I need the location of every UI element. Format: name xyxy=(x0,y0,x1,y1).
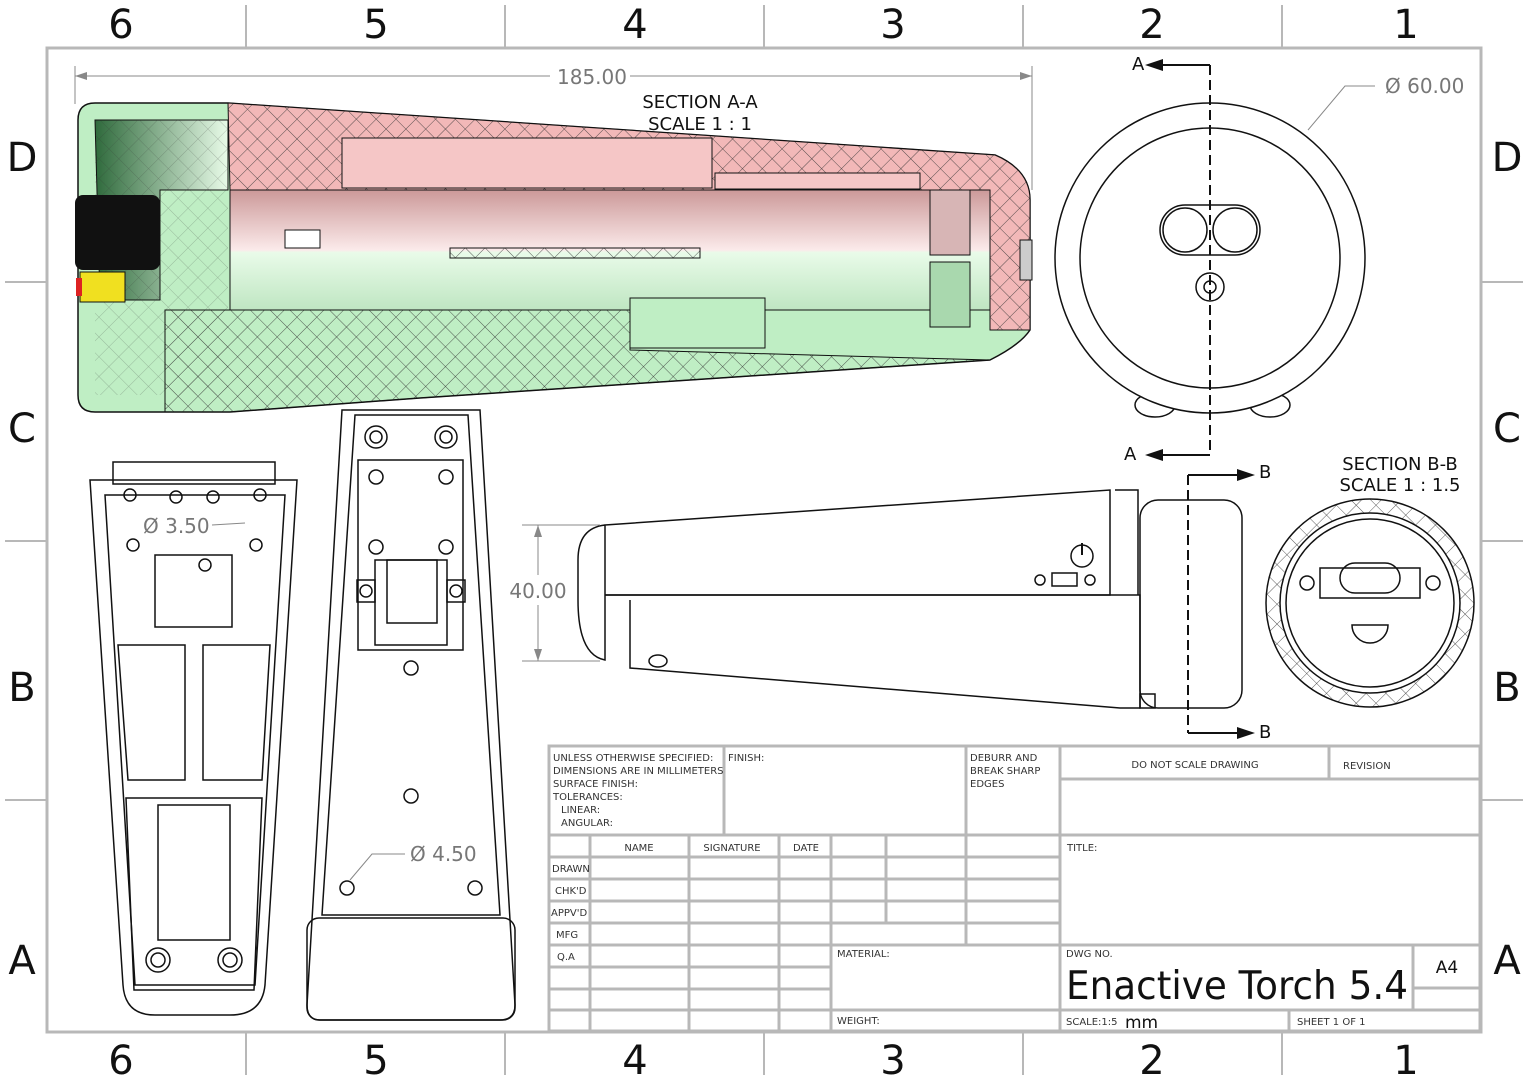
header-date: DATE xyxy=(793,843,819,854)
zone-labels-right: D C B A xyxy=(1492,135,1523,984)
section-a-a-view: 185.00 SECTION A-A SCALE 1 : 1 xyxy=(74,65,1033,413)
role-approved: APPV'D xyxy=(551,908,587,919)
side-view: 40.00 B B xyxy=(509,462,1271,743)
zone-col-4: 4 xyxy=(622,1038,647,1080)
title-label: TITLE: xyxy=(1066,843,1097,854)
drawing-number: Enactive Torch 5.4 xyxy=(1066,964,1408,1009)
material-label: MATERIAL: xyxy=(837,949,890,960)
hole-dimension-4-50: Ø 4.50 xyxy=(410,842,477,866)
zone-col-1: 1 xyxy=(1393,1038,1418,1080)
end-view: A A Ø 60.00 xyxy=(1054,54,1464,465)
section-marker-b-top: B xyxy=(1259,462,1271,483)
do-not-scale-note: DO NOT SCALE DRAWING xyxy=(1131,760,1258,771)
section-marker-b-bottom: B xyxy=(1259,722,1271,743)
section-marker-a-bottom: A xyxy=(1124,444,1137,465)
zone-row-c: C xyxy=(1493,406,1521,452)
deburr-note: EDGES xyxy=(970,779,1004,790)
role-drawn: DRAWN xyxy=(552,864,590,875)
note-line: UNLESS OTHERWISE SPECIFIED: xyxy=(553,753,713,764)
section-a-a-scale: SCALE 1 : 1 xyxy=(648,114,752,135)
section-marker-a-top: A xyxy=(1132,54,1145,75)
zone-row-c: C xyxy=(8,406,36,452)
role-checked: CHK'D xyxy=(555,886,587,897)
zone-row-b: B xyxy=(1493,665,1520,711)
section-b-b-view: SECTION B-B SCALE 1 : 1.5 xyxy=(1265,454,1475,708)
length-dimension: 185.00 xyxy=(557,65,627,89)
zone-row-d: D xyxy=(1492,135,1523,181)
role-qa: Q.A xyxy=(557,952,575,963)
revision-label: REVISION xyxy=(1343,761,1391,772)
dwg-no-label: DWG NO. xyxy=(1066,949,1113,960)
zone-labels-left: D C B A xyxy=(7,135,38,984)
section-b-b-title: SECTION B-B xyxy=(1342,454,1458,475)
hole-dimension-3-50: Ø 3.50 xyxy=(143,514,210,538)
zone-row-b: B xyxy=(8,665,35,711)
zone-col-1: 1 xyxy=(1393,2,1418,48)
note-line: DIMENSIONS ARE IN MILLIMETERS xyxy=(553,766,723,777)
zone-col-6: 6 xyxy=(108,2,133,48)
note-line: LINEAR: xyxy=(561,805,600,816)
sheet-size: A4 xyxy=(1436,958,1458,978)
zone-col-3: 3 xyxy=(880,2,905,48)
section-a-a-title: SECTION A-A xyxy=(642,92,758,113)
zone-col-4: 4 xyxy=(622,2,647,48)
weight-label: WEIGHT: xyxy=(837,1016,880,1027)
zone-col-5: 5 xyxy=(363,1038,388,1080)
bottom-view: Ø 3.50 xyxy=(89,461,298,1016)
note-line: SURFACE FINISH: xyxy=(553,779,638,790)
height-dimension: 40.00 xyxy=(509,579,566,603)
sheet-label: SHEET 1 OF 1 xyxy=(1297,1017,1366,1028)
note-line: ANGULAR: xyxy=(561,818,613,829)
scale-label: SCALE:1:5 xyxy=(1066,1017,1118,1028)
diameter-dimension: Ø 60.00 xyxy=(1385,74,1464,98)
zone-col-3: 3 xyxy=(880,1038,905,1080)
deburr-note: DEBURR AND xyxy=(970,753,1038,764)
header-signature: SIGNATURE xyxy=(703,843,760,854)
role-mfg: MFG xyxy=(556,930,578,941)
section-b-b-scale: SCALE 1 : 1.5 xyxy=(1339,475,1460,496)
top-view: Ø 4.50 xyxy=(306,409,516,1021)
zone-labels-bottom: 6 5 4 3 2 1 xyxy=(108,1038,1418,1080)
zone-row-a: A xyxy=(8,938,36,984)
zone-col-2: 2 xyxy=(1139,1038,1164,1080)
zone-col-6: 6 xyxy=(108,1038,133,1080)
units-label: mm xyxy=(1125,1013,1158,1033)
zone-col-2: 2 xyxy=(1139,2,1164,48)
zone-col-5: 5 xyxy=(363,2,388,48)
zone-labels-top: 6 5 4 3 2 1 xyxy=(108,2,1418,48)
note-line: TOLERANCES: xyxy=(552,792,623,803)
header-name: NAME xyxy=(624,843,653,854)
finish-label: FINISH: xyxy=(728,753,764,764)
title-block: UNLESS OTHERWISE SPECIFIED: DIMENSIONS A… xyxy=(547,744,1482,1033)
deburr-note: BREAK SHARP xyxy=(970,766,1040,777)
zone-row-d: D xyxy=(7,135,38,181)
zone-row-a: A xyxy=(1493,938,1521,984)
